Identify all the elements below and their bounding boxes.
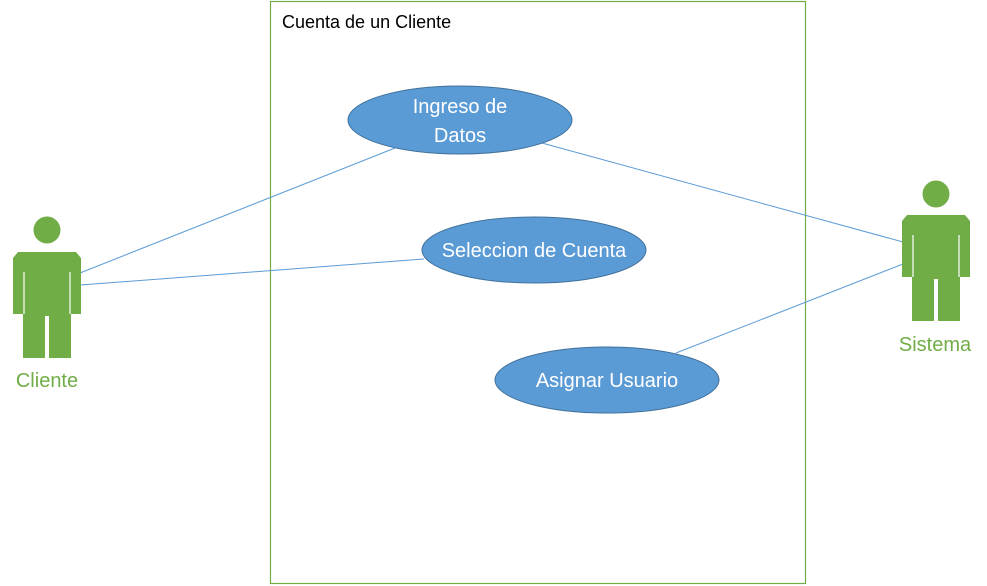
usecase-ellipse — [421, 216, 647, 284]
actor-label: Cliente — [16, 370, 78, 392]
actor-sistema[interactable]: Sistema — [899, 180, 972, 357]
usecase-seleccion-de-cuenta[interactable]: Seleccion de Cuenta — [421, 216, 647, 284]
usecase-label-line-1: Ingreso de — [413, 96, 508, 118]
actor-cliente[interactable]: Cliente — [13, 216, 81, 393]
system-boundary-title: Cuenta de un Cliente — [282, 12, 451, 32]
actor-label: Sistema — [899, 334, 972, 356]
usecase-ingreso-de-datos[interactable]: Ingreso de Datos — [347, 85, 573, 155]
associations — [79, 142, 904, 354]
association-cliente-seleccion — [79, 258, 425, 286]
usecase-label: Asignar Usuario — [536, 370, 678, 392]
person-icon-details — [912, 235, 960, 321]
usecase-asignar-usuario[interactable]: Asignar Usuario — [494, 346, 720, 414]
system-boundary — [269, 0, 807, 585]
usecase-ellipse — [347, 85, 573, 155]
person-icon — [902, 180, 970, 321]
usecase-ellipse — [494, 346, 720, 414]
person-icon — [13, 216, 81, 358]
person-icon-details — [23, 272, 71, 358]
association-ingreso-sistema — [541, 142, 904, 243]
usecase-label: Seleccion de Cuenta — [442, 240, 627, 262]
usecase-label-line-2: Datos — [434, 125, 486, 147]
association-cliente-ingreso — [79, 147, 396, 274]
association-asignar-sistema — [675, 263, 904, 354]
